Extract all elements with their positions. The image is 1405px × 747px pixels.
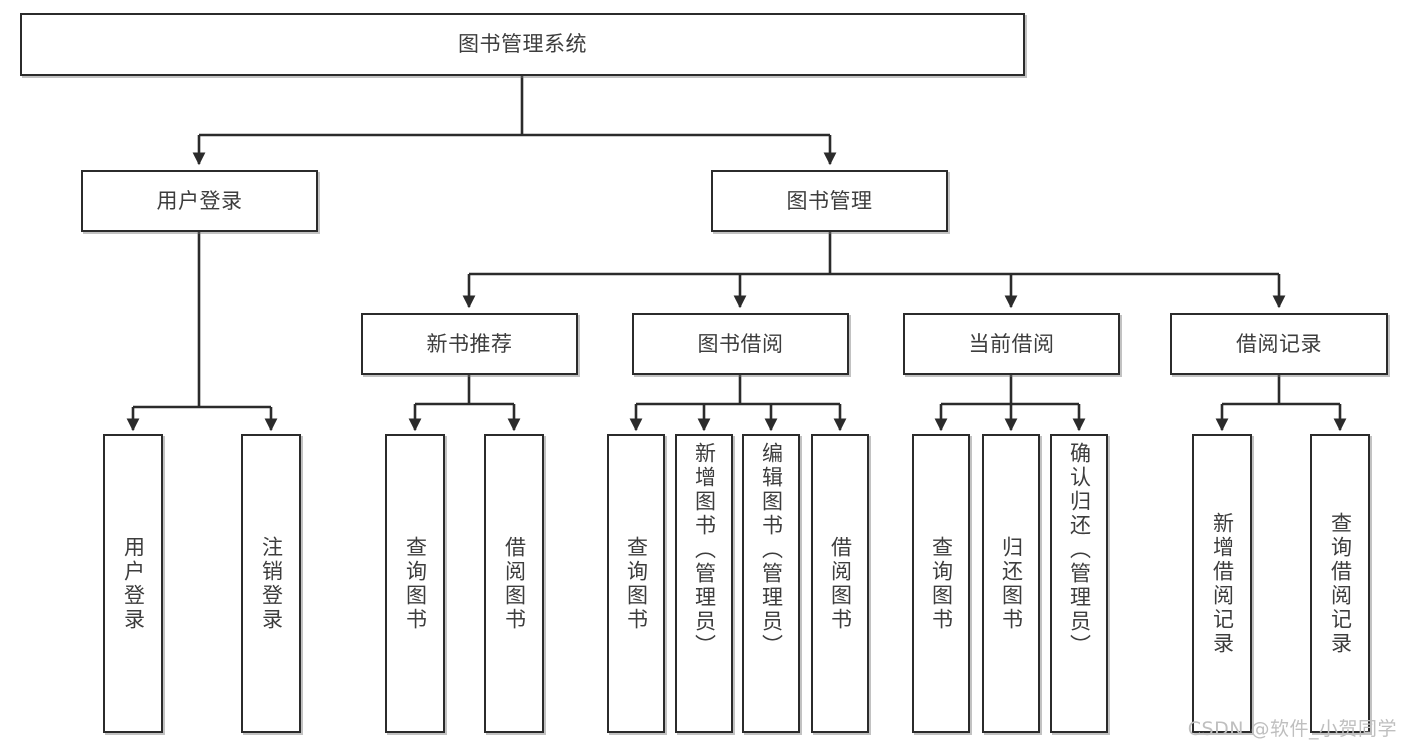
leaf-current-1-label: 归还图书 (999, 535, 1024, 632)
leaf-records-1[interactable]: 查询借阅记录 (1310, 434, 1370, 733)
leaf-user-login-1-label: 注销登录 (259, 535, 284, 632)
leaf-borrow-3[interactable]: 借阅图书 (811, 434, 869, 733)
leaf-borrow-1-label: 新增图书（管理员） (692, 442, 717, 658)
leaf-user-login-0-label: 用户登录 (121, 535, 146, 632)
leaf-borrow-2[interactable]: 编辑图书（管理员） (742, 434, 800, 733)
leaf-current-2[interactable]: 确认归还（管理员） (1050, 434, 1108, 733)
leaf-current-0-label: 查询图书 (929, 535, 954, 632)
node-book-management-label: 图书管理 (786, 188, 873, 213)
leaf-new-book-1-label: 借阅图书 (502, 535, 527, 632)
leaf-user-login-0[interactable]: 用户登录 (103, 434, 163, 733)
node-new-book-recommend[interactable]: 新书推荐 (361, 313, 578, 375)
csdn-watermark: CSDN @软件_小贺同学 (1187, 718, 1397, 740)
node-book-borrow[interactable]: 图书借阅 (632, 313, 849, 375)
leaf-current-1[interactable]: 归还图书 (982, 434, 1040, 733)
node-root-system[interactable]: 图书管理系统 (20, 13, 1025, 76)
leaf-current-0[interactable]: 查询图书 (912, 434, 970, 733)
leaf-borrow-0[interactable]: 查询图书 (607, 434, 665, 733)
node-root-system-label: 图书管理系统 (458, 32, 587, 57)
node-borrow-records-label: 借阅记录 (1236, 331, 1322, 356)
leaf-records-0[interactable]: 新增借阅记录 (1192, 434, 1252, 733)
leaf-new-book-0-label: 查询图书 (403, 535, 428, 632)
node-current-borrow[interactable]: 当前借阅 (903, 313, 1120, 375)
node-book-management[interactable]: 图书管理 (711, 170, 948, 232)
node-user-login-label: 用户登录 (156, 188, 243, 213)
leaf-current-2-label: 确认归还（管理员） (1067, 442, 1092, 658)
node-new-book-recommend-label: 新书推荐 (426, 331, 513, 356)
node-current-borrow-label: 当前借阅 (968, 331, 1055, 356)
leaf-records-0-label: 新增借阅记录 (1210, 511, 1235, 656)
node-book-borrow-label: 图书借阅 (697, 331, 784, 356)
node-borrow-records[interactable]: 借阅记录 (1170, 313, 1388, 375)
leaf-borrow-1[interactable]: 新增图书（管理员） (675, 434, 733, 733)
leaf-new-book-1[interactable]: 借阅图书 (484, 434, 544, 733)
leaf-user-login-1[interactable]: 注销登录 (241, 434, 301, 733)
leaf-new-book-0[interactable]: 查询图书 (385, 434, 445, 733)
node-user-login[interactable]: 用户登录 (81, 170, 318, 232)
leaf-borrow-3-label: 借阅图书 (828, 535, 853, 632)
leaf-borrow-0-label: 查询图书 (624, 535, 649, 632)
leaf-records-1-label: 查询借阅记录 (1328, 511, 1353, 656)
leaf-borrow-2-label: 编辑图书（管理员） (759, 442, 784, 658)
